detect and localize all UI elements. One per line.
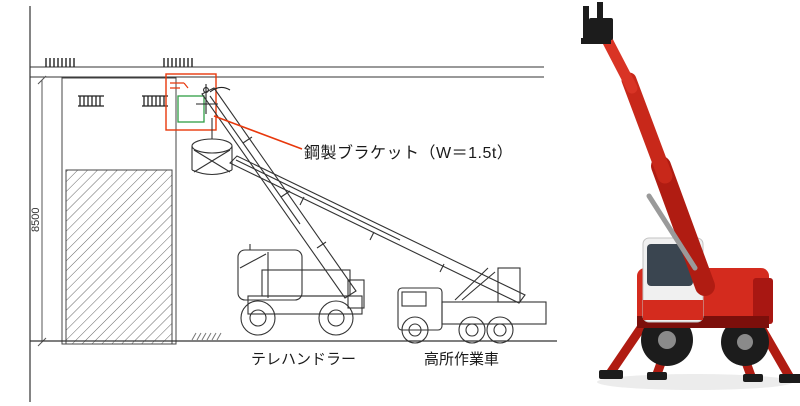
outrigger-feet <box>599 370 800 383</box>
ground-shadow <box>597 374 793 390</box>
aerial-platform-truck <box>397 267 547 344</box>
dimension-line <box>37 75 47 347</box>
bracket-callout-label: 鋼製ブラケット（W＝1.5t） <box>304 145 514 162</box>
work-platform-basket <box>191 118 233 176</box>
ground-tick-marks <box>191 332 222 341</box>
ceiling-lines <box>30 66 544 78</box>
red-annotation-marks <box>170 82 189 89</box>
column-head-marks <box>78 95 168 107</box>
aerial-platform-label: 高所作業車 <box>424 351 500 368</box>
telescopic-boom <box>599 30 715 296</box>
fork-carriage <box>581 2 613 44</box>
green-bracket-box <box>177 95 205 123</box>
dimension-label: 8500 <box>30 207 42 232</box>
telehandler-label: テレハンドラー <box>251 351 357 368</box>
hatched-pier <box>65 169 173 345</box>
technical-drawing <box>29 6 557 402</box>
callout-leader-line <box>213 115 303 150</box>
anchor-comb-marks <box>45 58 193 67</box>
telehandler-machine <box>237 244 365 336</box>
red-highlight-box <box>165 73 217 131</box>
aerial-platform-boom <box>229 155 526 304</box>
telehandler-boom <box>201 87 357 299</box>
machine-photo <box>581 2 800 390</box>
